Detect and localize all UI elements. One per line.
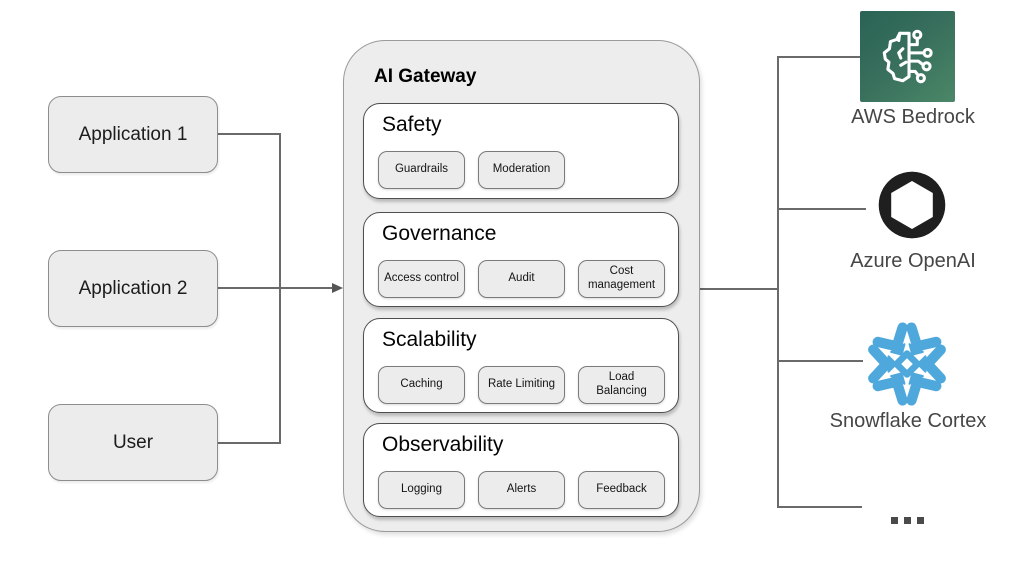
chip-feedback: Feedback (578, 471, 665, 509)
section-title: Scalability (382, 328, 477, 351)
node-application-2: Application 2 (48, 250, 218, 327)
chip-rate-limiting: Rate Limiting (478, 366, 565, 404)
chip-audit: Audit (478, 260, 565, 298)
connector-line (777, 360, 863, 362)
chip-row: Caching Rate Limiting Load Balancing (378, 366, 668, 404)
arrowhead-icon (332, 283, 343, 293)
node-application-1: Application 1 (48, 96, 218, 173)
node-user: User (48, 404, 218, 481)
chip-logging: Logging (378, 471, 465, 509)
chip-load-balancing: Load Balancing (578, 366, 665, 404)
chip-caching: Caching (378, 366, 465, 404)
chip-alerts: Alerts (478, 471, 565, 509)
node-label: Application 1 (78, 123, 188, 145)
section-observability: Observability Logging Alerts Feedback (363, 423, 679, 517)
chip-row: Logging Alerts Feedback (378, 471, 668, 509)
provider-label-azure-openai: Azure OpenAI (850, 250, 976, 272)
chip-row: Access control Audit Cost management (378, 260, 668, 298)
chip-access-control: Access control (378, 260, 465, 298)
connector-line (218, 133, 280, 135)
connector-line (777, 56, 779, 508)
section-title: Governance (382, 222, 497, 245)
connector-line (700, 288, 778, 290)
connector-line (777, 208, 866, 210)
connector-line (777, 56, 861, 58)
chip-guardrails: Guardrails (378, 151, 465, 189)
connector-line (777, 506, 862, 508)
chip-moderation: Moderation (478, 151, 565, 189)
section-title: Observability (382, 433, 504, 456)
section-scalability: Scalability Caching Rate Limiting Load B… (363, 318, 679, 413)
connector-line (218, 287, 334, 289)
provider-label-aws-bedrock: AWS Bedrock (851, 106, 975, 128)
section-title: Safety (382, 113, 442, 136)
aws-bedrock-icon (860, 11, 955, 102)
chip-cost-management: Cost management (578, 260, 665, 298)
connector-line (218, 442, 280, 444)
section-governance: Governance Access control Audit Cost man… (363, 212, 679, 307)
node-label: User (112, 431, 154, 453)
chip-row: Guardrails Moderation (378, 151, 668, 189)
provider-label-snowflake-cortex: Snowflake Cortex (829, 410, 987, 432)
bedrock-brain-circuit-glyph (882, 29, 933, 83)
node-label: Application 2 (78, 277, 188, 299)
section-safety: Safety Guardrails Moderation (363, 103, 679, 199)
openai-icon (878, 171, 946, 239)
ai-gateway-container: AI Gateway Safety Guardrails Moderation … (343, 40, 700, 532)
ellipsis-icon (891, 517, 924, 524)
gateway-title: AI Gateway (374, 66, 477, 87)
snowflake-icon (868, 322, 946, 406)
